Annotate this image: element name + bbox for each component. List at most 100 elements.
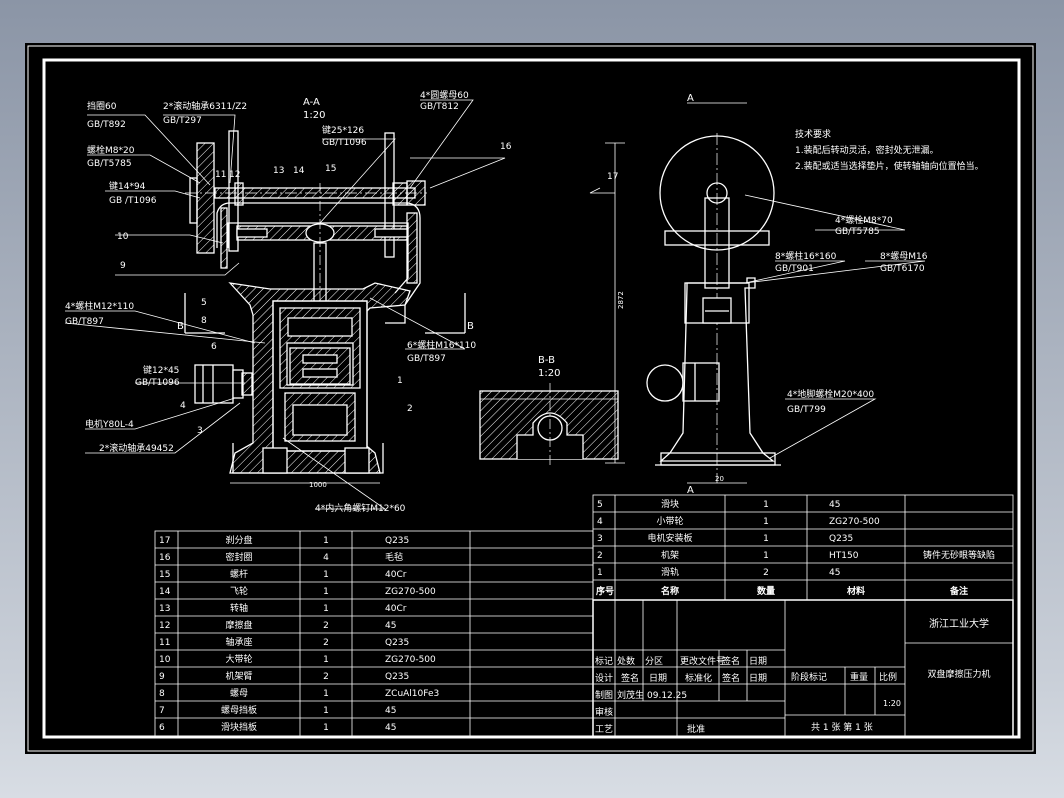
bom-right-no: 5 (597, 500, 603, 510)
callout-label: 2*滚动轴承6311/Z2 (163, 100, 247, 112)
bom-left-no: 16 (159, 553, 171, 563)
bom-left-no: 17 (159, 536, 170, 546)
bom-left-qty: 2 (323, 638, 329, 648)
callout-label: 6*螺柱M16*110 (407, 339, 476, 351)
callout-label: 键12*45 (143, 364, 179, 376)
view-scale-bb: 1:20 (538, 368, 560, 379)
bom-right-qty: 1 (763, 500, 769, 510)
part-number: 8 (201, 316, 207, 326)
bom-right-name: 机架 (661, 549, 679, 561)
svg-text:制图: 制图 (595, 689, 613, 701)
callout-std: GB/T6170 (880, 264, 925, 274)
svg-text:日期: 日期 (749, 656, 767, 667)
bom-left-name: 轴承座 (225, 636, 252, 648)
bom-right-material: 45 (829, 500, 840, 510)
callout-std: GB/T799 (787, 405, 826, 415)
bom-left-qty: 2 (323, 621, 329, 631)
part-number: 6 (211, 342, 217, 352)
callout-std: GB/T812 (420, 102, 459, 112)
bom-right-note: 铸件无砂眼等缺陷 (923, 549, 995, 561)
callout-label: 4*内六角螺钉M12*60 (315, 502, 406, 514)
callout-label: 8*螺母M16 (880, 251, 928, 262)
svg-text:日期: 日期 (749, 673, 767, 684)
callout-std: GB/T897 (65, 317, 104, 327)
drafter-name: 刘茂生 (617, 689, 644, 701)
part-number: 15 (325, 164, 336, 174)
svg-text:批准: 批准 (687, 723, 705, 735)
bom-left-name: 刹分盘 (225, 534, 252, 546)
view-title-aa: A-A (303, 97, 320, 108)
svg-text:阶段标记: 阶段标记 (791, 671, 827, 683)
callout-std: GB/T297 (163, 116, 202, 126)
bom-right-name: 小带轮 (656, 515, 683, 527)
svg-text:材料: 材料 (846, 585, 865, 597)
bom-right-no: 4 (597, 517, 603, 527)
part-number: 9 (120, 261, 126, 271)
bom-left-no: 12 (159, 621, 170, 631)
callout-label: 挡圈60 (87, 100, 117, 112)
bom-right-header: 序号 名称 数量 材料 备注 (596, 585, 968, 597)
callout-std: GB/T5785 (835, 227, 880, 237)
bom-left-material: Q235 (385, 536, 409, 546)
bom-left-material: ZCuAl10Fe3 (385, 689, 439, 699)
svg-text:签名: 签名 (621, 672, 639, 684)
part-number: 16 (500, 142, 512, 152)
bom-left-name: 摩擦盘 (225, 619, 252, 631)
callout-labels: 挡圈60 GB/T892 2*滚动轴承6311/Z2 GB/T297 4*圆螺母… (65, 90, 928, 514)
bom-left-no: 8 (159, 689, 165, 699)
callout-label: 2*滚动轴承49452 (99, 442, 174, 454)
part-number: 14 (293, 166, 305, 176)
bom-left-qty: 4 (323, 553, 329, 563)
side-view (605, 102, 781, 484)
callout-std: GB/T1096 (322, 138, 367, 148)
bom-right-qty: 2 (763, 568, 769, 578)
bom-right-qty: 1 (763, 534, 769, 544)
bom-left-no: 14 (159, 587, 171, 597)
leader-lines (64, 99, 926, 510)
bom-left-name: 飞轮 (230, 585, 248, 597)
tech-item: 2.装配或适当选择垫片，使转轴轴向位置恰当。 (795, 160, 984, 172)
callout-label: 4*螺柱M12*110 (65, 300, 134, 312)
bom-left-qty: 1 (323, 655, 329, 665)
svg-text:工艺: 工艺 (595, 724, 613, 735)
bom-left-material: 45 (385, 706, 396, 716)
school-name: 浙江工业大学 (929, 617, 989, 630)
svg-text:签名: 签名 (722, 655, 740, 667)
callout-std: GB/T892 (87, 120, 126, 130)
bom-left-material: ZG270-500 (385, 587, 436, 597)
tech-item: 1.装配后转动灵活，密封处无泄漏。 (795, 144, 939, 156)
bom-left-qty: 2 (323, 672, 329, 682)
bom-left-name: 大带轮 (225, 653, 252, 665)
callout-label: 4*螺栓M8*70 (835, 214, 893, 226)
svg-text:标准化: 标准化 (685, 672, 712, 684)
bom-right-no: 1 (597, 568, 603, 578)
svg-text:备注: 备注 (949, 585, 968, 597)
tech-title: 技术要求 (795, 128, 831, 140)
bom-right-name: 电机安装板 (647, 532, 692, 544)
callout-label: 电机Y80L-4 (85, 418, 134, 430)
part-number: 2 (407, 404, 413, 414)
title-block-text: 浙江工业大学 双盘摩擦压力机 标记 处数 分区 更改文件号 签名 日期 设计 签… (595, 617, 991, 735)
view-arrow-a: A (687, 93, 694, 104)
bom-left-qty: 1 (323, 723, 329, 733)
svg-text:分区: 分区 (645, 656, 663, 667)
part-number: 10 (117, 232, 129, 242)
svg-text:数量: 数量 (757, 585, 775, 597)
bom-left-material: 40Cr (385, 570, 407, 580)
bb-section-view (479, 383, 619, 468)
title-block (592, 599, 1014, 738)
bom-left-material: 45 (385, 723, 396, 733)
dimension-text: 20 (715, 475, 724, 483)
part-number: 4 (180, 401, 186, 411)
dimension-text: 2872 (617, 291, 625, 309)
bom-left-qty: 1 (323, 604, 329, 614)
callout-std: GB/T897 (407, 354, 446, 364)
bom-left-no: 6 (159, 723, 165, 733)
bom-right-table (592, 494, 1014, 601)
bom-right-name: 滑轨 (661, 566, 679, 578)
callout-label: 8*螺柱16*160 (775, 250, 837, 262)
svg-text:日期: 日期 (649, 673, 667, 684)
view-labels: A-A 1:20 B-B 1:20 A A B B 1000 2872 20 (177, 93, 724, 496)
bom-right-qty: 1 (763, 551, 769, 561)
